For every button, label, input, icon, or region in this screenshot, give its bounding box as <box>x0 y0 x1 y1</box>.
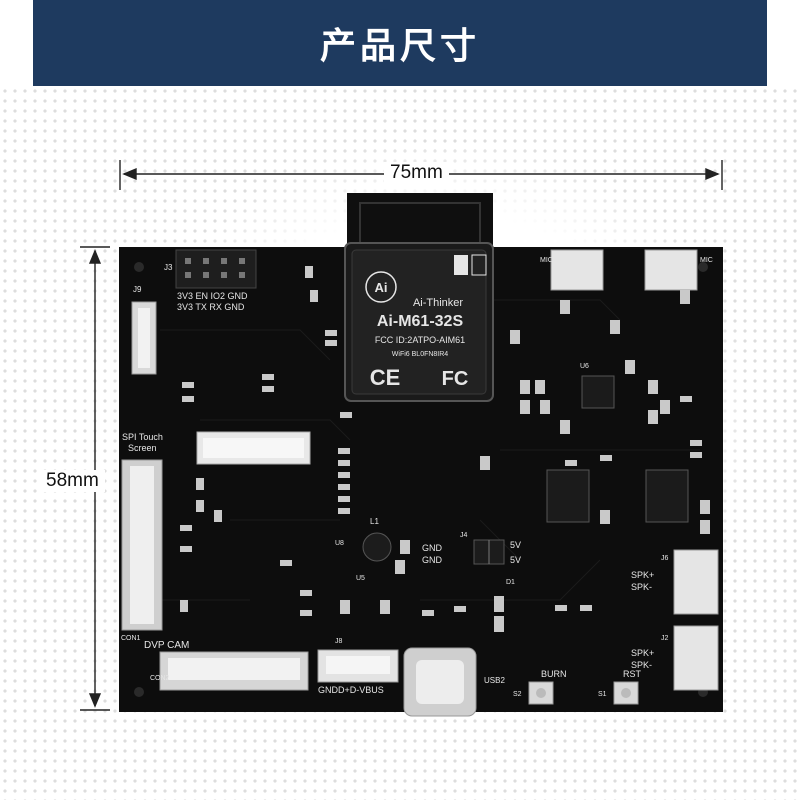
j3-header: J3 3V3 EN IO2 GND 3V3 TX RX GND <box>164 249 257 312</box>
svg-text:DVP CAM: DVP CAM <box>144 640 189 651</box>
burn-button: BURN S2 <box>513 669 567 705</box>
svg-text:SPK-: SPK- <box>631 582 652 592</box>
ce-mark: CE <box>370 365 401 390</box>
usb-c-port: USB2 <box>403 647 505 717</box>
svg-text:MIC: MIC <box>540 257 553 264</box>
svg-text:USB2: USB2 <box>484 676 505 685</box>
speaker-connectors: SPK+ SPK- SPK+ SPK- J6 J2 <box>631 549 719 691</box>
title-banner: 产品尺寸 <box>33 0 767 86</box>
svg-text:U6: U6 <box>580 363 589 370</box>
amplifier-chips <box>546 469 689 523</box>
j3-label-bottom: 3V3 TX RX GND <box>177 302 245 312</box>
svg-text:CON2: CON2 <box>150 675 170 682</box>
spi-screen-connector: SPI Touch Screen CON1 <box>121 432 163 642</box>
svg-text:MIC: MIC <box>700 257 713 264</box>
svg-text:L1: L1 <box>370 517 379 526</box>
module-model: Ai-M61-32S <box>377 313 464 330</box>
svg-text:GND: GND <box>422 543 443 553</box>
wifi-module: Ai Ai-Thinker Ai-M61-32S FCC ID:2ATPO-AI… <box>344 242 494 402</box>
svg-text:BURN: BURN <box>541 669 567 679</box>
svg-text:U5: U5 <box>356 575 365 582</box>
svg-text:SPK+: SPK+ <box>631 570 654 580</box>
svg-text:RST: RST <box>623 669 642 679</box>
j4-jumper: J4 GND GND 5V 5V D1 <box>422 532 521 586</box>
banner-title: 产品尺寸 <box>319 26 480 67</box>
svg-text:J6: J6 <box>661 555 669 562</box>
mic-connectors: MIC MIC <box>540 249 713 291</box>
dvp-cam-connector: DVP CAM CON2 <box>144 640 309 691</box>
svg-text:U8: U8 <box>335 540 344 547</box>
svg-text:GND: GND <box>422 555 443 565</box>
u6-chip: U6 <box>580 363 615 409</box>
svg-text:J3: J3 <box>164 263 173 272</box>
module-wifi: WiFi6 BL0FN8IR4 <box>392 351 449 358</box>
j3-label-top: 3V3 EN IO2 GND <box>177 291 248 301</box>
smd-components <box>180 266 710 632</box>
svg-text:5V: 5V <box>510 540 521 550</box>
module-brand: Ai-Thinker <box>413 297 463 309</box>
svg-text:SPK+: SPK+ <box>631 648 654 658</box>
svg-text:S2: S2 <box>513 691 522 698</box>
inductor: L1 U8 U5 <box>335 517 392 582</box>
svg-text:GNDD+D-VBUS: GNDD+D-VBUS <box>318 685 384 695</box>
svg-text:D1: D1 <box>506 579 515 586</box>
fc-mark: FC <box>442 368 469 390</box>
width-dimension-label: 75mm <box>384 162 449 184</box>
usb-power-connector: GNDD+D-VBUS J8 <box>317 638 399 695</box>
svg-text:CON1: CON1 <box>121 635 141 642</box>
reset-button: RST S1 <box>598 669 642 705</box>
fpc-connector-top <box>196 431 311 465</box>
svg-text:Screen: Screen <box>128 443 157 453</box>
svg-text:J8: J8 <box>335 638 343 645</box>
svg-text:J9: J9 <box>133 285 142 294</box>
svg-text:5V: 5V <box>510 555 521 565</box>
height-dimension-label: 58mm <box>40 470 105 492</box>
svg-text:S1: S1 <box>598 691 607 698</box>
svg-text:Ai: Ai <box>375 280 388 295</box>
module-fcc: FCC ID:2ATPO-AIM61 <box>375 335 465 345</box>
svg-text:J2: J2 <box>661 635 669 642</box>
svg-text:J4: J4 <box>460 532 468 539</box>
svg-text:SPI Touch: SPI Touch <box>122 432 163 442</box>
svg-text:SPK-: SPK- <box>631 660 652 670</box>
j9-connector: J9 <box>131 285 157 375</box>
